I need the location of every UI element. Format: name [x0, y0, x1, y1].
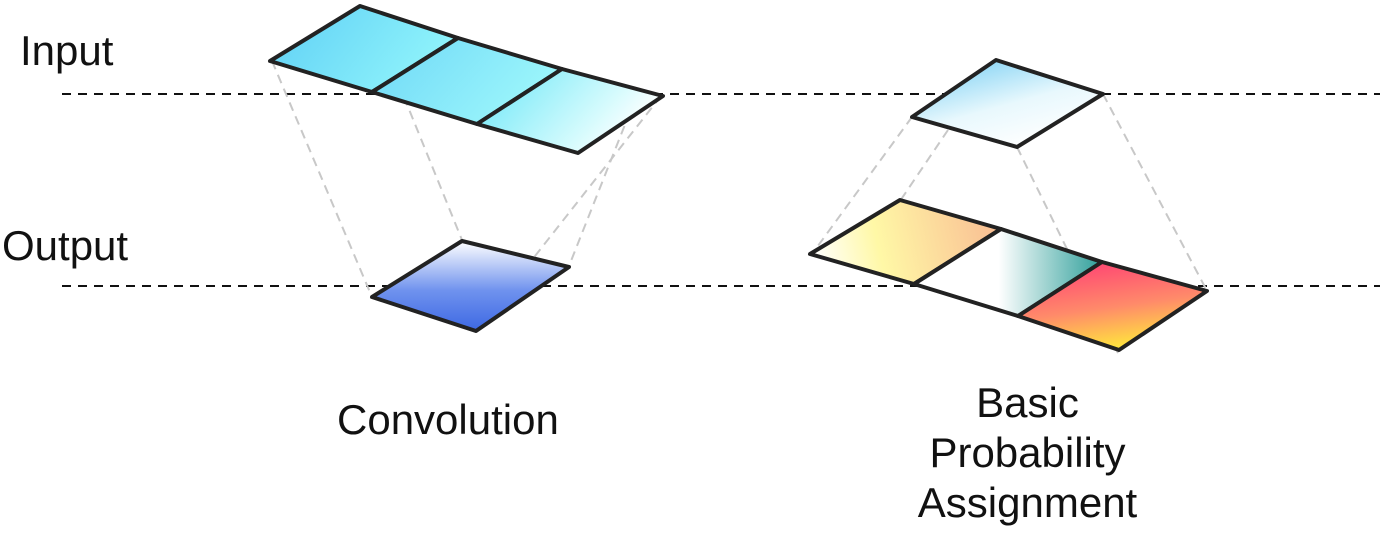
convolution-projection-lines — [271, 60, 662, 332]
bpa-input-cell — [910, 58, 1105, 149]
output-cell-3 — [1016, 260, 1209, 352]
input-label: Input — [20, 27, 114, 74]
bpa-caption-line: Probability — [929, 429, 1126, 476]
input-cell-3 — [475, 67, 665, 155]
bpa-output-strip — [808, 198, 1209, 352]
convolution-caption: Convolution — [337, 396, 559, 443]
convolution-input-strip — [268, 4, 665, 155]
bpa-caption-line: Assignment — [917, 479, 1138, 526]
bpa-projection-lines — [811, 93, 1207, 354]
bpa-caption-line: Basic — [976, 379, 1079, 426]
bpa-caption: Basic Probability Assignment — [900, 378, 1155, 528]
convolution-output-cell — [370, 239, 571, 333]
output-label: Output — [2, 222, 129, 269]
